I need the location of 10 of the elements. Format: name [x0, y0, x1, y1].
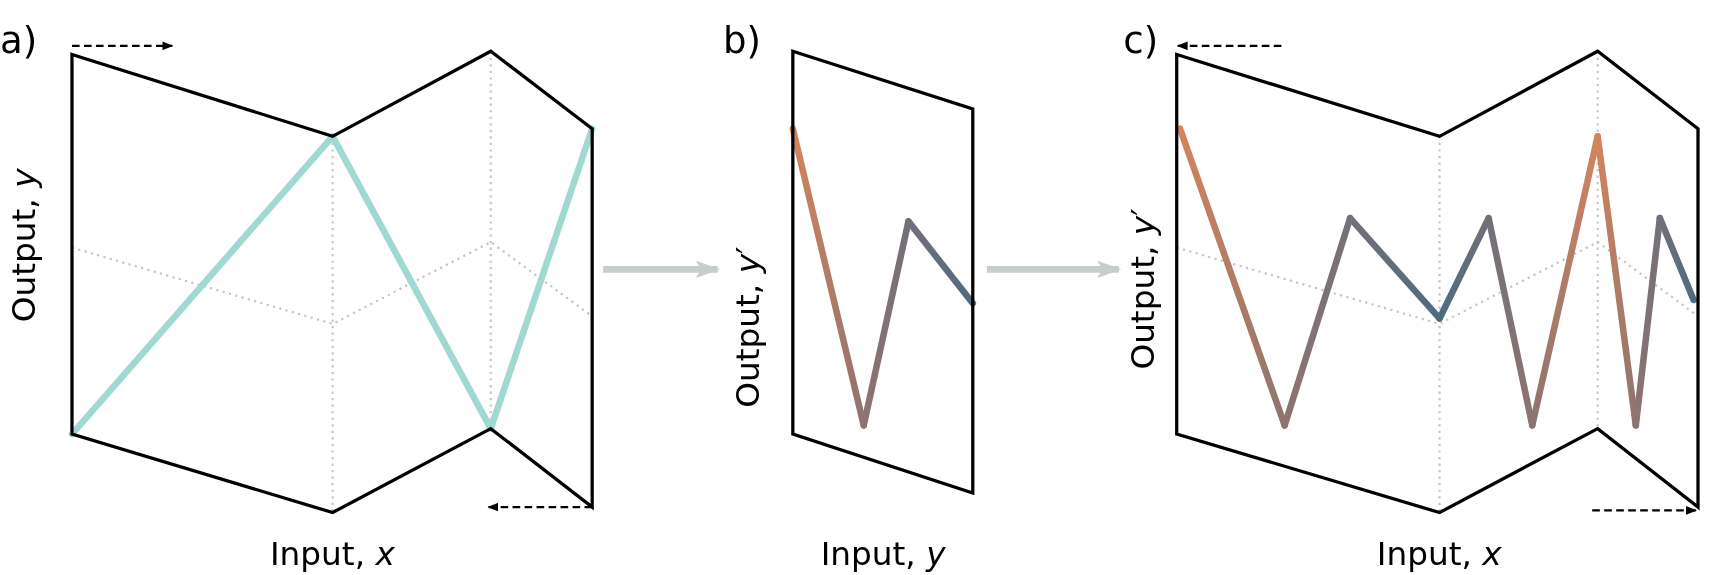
axis-label: Output, y′ [1126, 208, 1160, 370]
axis-label: Input, x [1376, 537, 1502, 571]
axis-label: Input, y [820, 537, 946, 571]
arrow [986, 260, 1122, 279]
panel-letter: a) [0, 21, 38, 59]
panel-letter: c) [1123, 21, 1159, 59]
axis-label: Output, y′ [731, 246, 765, 408]
panel-letter: b) [723, 21, 762, 59]
axis-label: Output, y [7, 168, 41, 323]
axis-label: Input, x [269, 537, 395, 571]
